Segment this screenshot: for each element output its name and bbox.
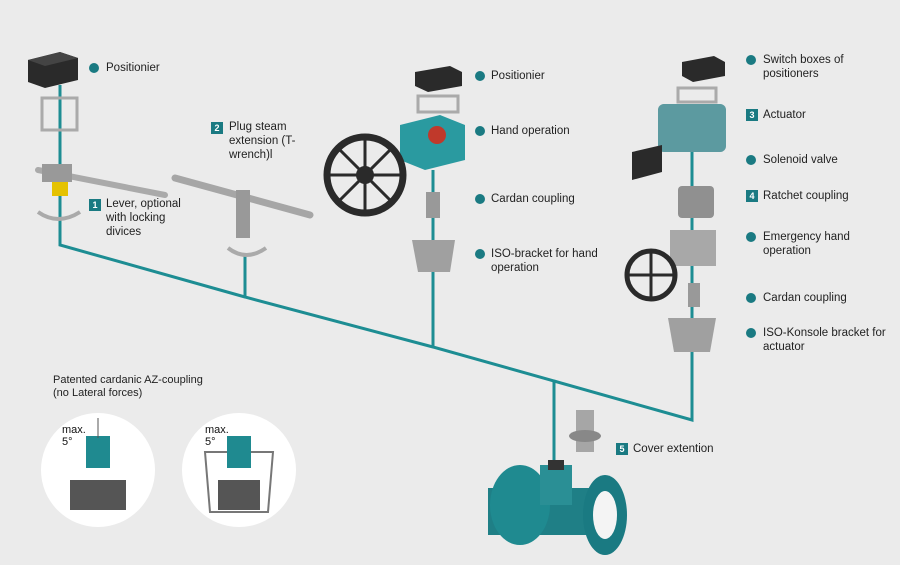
bullet-dot: [475, 194, 485, 204]
label-cover: Cover extention: [633, 443, 714, 455]
valve-body-image: [488, 460, 627, 555]
label-cardan-right: Cardan coupling: [763, 292, 847, 304]
label-switch-boxes: Switch boxes of positioners: [763, 54, 844, 80]
coupling-inset-right: [182, 413, 296, 527]
inset-title: Patented cardanic AZ-coupling (no Latera…: [53, 374, 203, 399]
label-emergency: Emergency hand operation: [763, 231, 850, 257]
t-wrench-image: [171, 174, 314, 257]
cover-extension-image: [569, 410, 601, 452]
max-angle-left: max. 5°: [62, 424, 86, 448]
bullet-dot: [746, 232, 756, 242]
label-plug-steam: Plug steam extension (T-wrench)l: [229, 121, 296, 161]
number-badge-1: 1: [89, 199, 101, 211]
bullet-dot: [746, 155, 756, 165]
max-angle-right: max. 5°: [205, 424, 229, 448]
label-hand-operation: Hand operation: [491, 125, 570, 137]
label-positionier-mid: Positionier: [491, 70, 545, 82]
number-badge-3: 3: [746, 109, 758, 121]
number-badge-5: 5: [616, 443, 628, 455]
label-actuator: Actuator: [763, 109, 806, 121]
coupling-inset-left: [41, 413, 155, 527]
bullet-dot: [746, 328, 756, 338]
bullet-dot: [475, 71, 485, 81]
bullet-dot: [475, 249, 485, 259]
label-iso-konsole: ISO-Konsole bracket for actuator: [763, 327, 886, 353]
hand-operation-image: [323, 66, 465, 272]
label-iso-hand: ISO-bracket for hand operation: [491, 248, 598, 274]
label-lever: Lever, optional with locking divices: [106, 198, 181, 238]
bullet-dot: [746, 55, 756, 65]
bullet-dot: [746, 293, 756, 303]
positioner-left-image: [28, 52, 168, 221]
label-cardan-mid: Cardan coupling: [491, 193, 575, 205]
actuator-stack-image: [624, 56, 726, 352]
connection-lines: [58, 85, 694, 470]
label-ratchet: Ratchet coupling: [763, 190, 849, 202]
label-solenoid: Solenoid valve: [763, 154, 838, 166]
number-badge-2: 2: [211, 122, 223, 134]
label-positionier-left: Positionier: [106, 62, 160, 74]
bullet-dot: [475, 126, 485, 136]
number-badge-4: 4: [746, 190, 758, 202]
bullet-dot: [89, 63, 99, 73]
